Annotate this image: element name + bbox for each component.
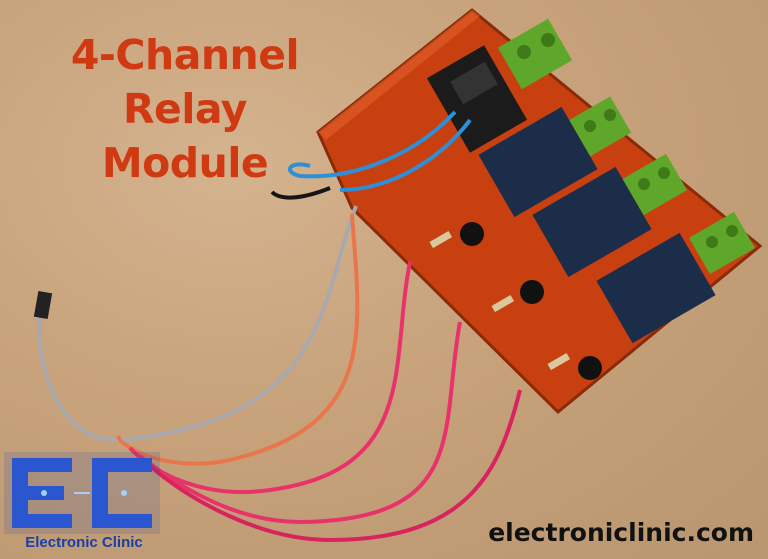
- pink-wire-3: [148, 389, 522, 543]
- transistor-2: [520, 280, 544, 304]
- blue-wire-2: [339, 118, 472, 192]
- header-socket: [426, 45, 528, 153]
- title-line-2: Module: [101, 139, 269, 187]
- black-wire: [270, 186, 331, 200]
- relay-3: [596, 232, 716, 344]
- image-title: 4-Channel Relay Module: [10, 28, 360, 190]
- transistor-1: [460, 222, 484, 246]
- screw-terminal-3: [620, 153, 688, 217]
- orange-wire: [116, 213, 360, 466]
- grey-wire: [37, 205, 358, 443]
- electronic-clinic-logo: Electronic Clinic: [4, 452, 160, 552]
- screw-terminal-4: [688, 211, 756, 275]
- logo-text: Electronic Clinic: [25, 534, 143, 551]
- relay-1: [478, 106, 598, 218]
- relay-2: [532, 166, 652, 278]
- ec-logo-icon: [4, 452, 160, 534]
- website-watermark: electroniclinic.com: [488, 518, 754, 547]
- blue-wire: [287, 110, 457, 179]
- screw-terminal-2: [566, 96, 632, 158]
- pink-wire-1: [128, 261, 412, 494]
- screw-terminal-1: [497, 18, 573, 90]
- title-line-1: 4-Channel Relay: [70, 31, 300, 133]
- transistor-3: [578, 356, 602, 380]
- pink-wire-2: [138, 321, 462, 525]
